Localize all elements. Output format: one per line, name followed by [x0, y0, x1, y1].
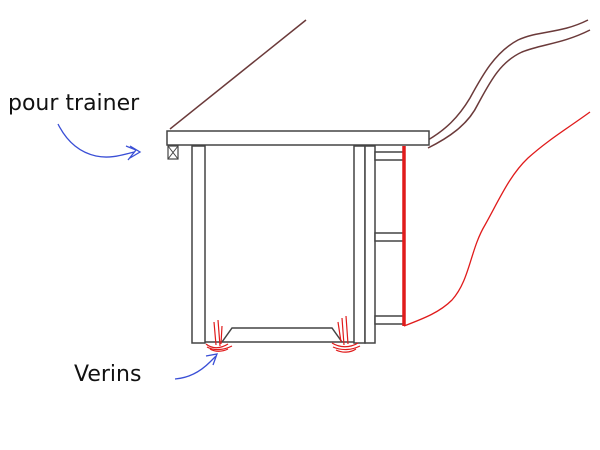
verins-arrow-icon [174, 353, 218, 380]
side-rungs [374, 151, 405, 325]
right-verin-jack-icon [331, 315, 361, 353]
left-verin-jack-icon [205, 319, 233, 352]
bottom-base [205, 327, 354, 343]
rung-top [374, 151, 405, 161]
trainer-arrow-icon [57, 123, 142, 161]
pour-trainer-label: pour trainer [8, 91, 140, 116]
diagonal-brown-line [169, 19, 307, 130]
small-crossed-box-icon [167, 145, 179, 160]
verins-label: Verins [74, 362, 142, 387]
right-leg-outer [364, 145, 376, 344]
rung-bottom [374, 315, 405, 325]
brown-wavy-lines [427, 19, 591, 149]
left-leg [191, 145, 206, 344]
rung-middle [374, 232, 405, 242]
right-leg-inner [353, 145, 366, 344]
red-curve-line [403, 111, 591, 327]
table-top-board [166, 130, 430, 146]
